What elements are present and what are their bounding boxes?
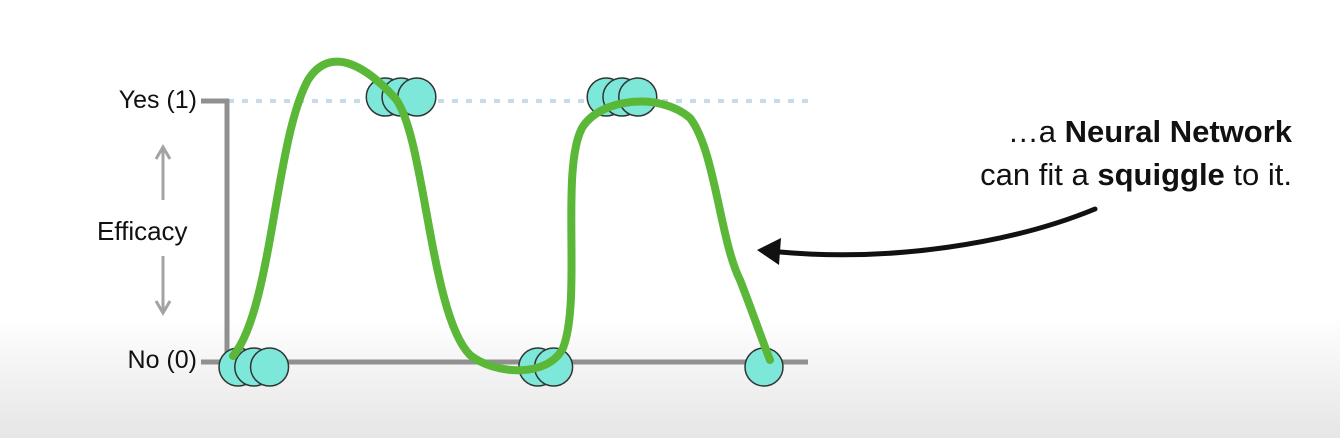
y-axis-title: Efficacy xyxy=(97,216,188,246)
annotation-line-1: …a Neural Network xyxy=(980,110,1292,153)
squiggle-curve xyxy=(229,57,774,375)
curved-arrow-icon xyxy=(757,206,1098,265)
data-point xyxy=(618,77,658,117)
annotation-neural-network: Neural Network xyxy=(1064,114,1292,149)
y-axis-top-label: Yes (1) xyxy=(118,86,197,114)
annotation-line2-prefix: can fit a xyxy=(980,157,1098,192)
y-axis-bottom-label: No (0) xyxy=(127,346,197,374)
annotation-text: …a Neural Network can fit a squiggle to … xyxy=(980,110,1292,196)
annotation-line-2: can fit a squiggle to it. xyxy=(980,153,1292,196)
annotation-squiggle: squiggle xyxy=(1097,157,1225,192)
efficacy-double-arrow xyxy=(154,144,172,316)
annotation-line1-prefix: …a xyxy=(1007,114,1065,149)
data-point xyxy=(249,347,290,387)
annotation-line2-suffix: to it. xyxy=(1224,157,1292,192)
